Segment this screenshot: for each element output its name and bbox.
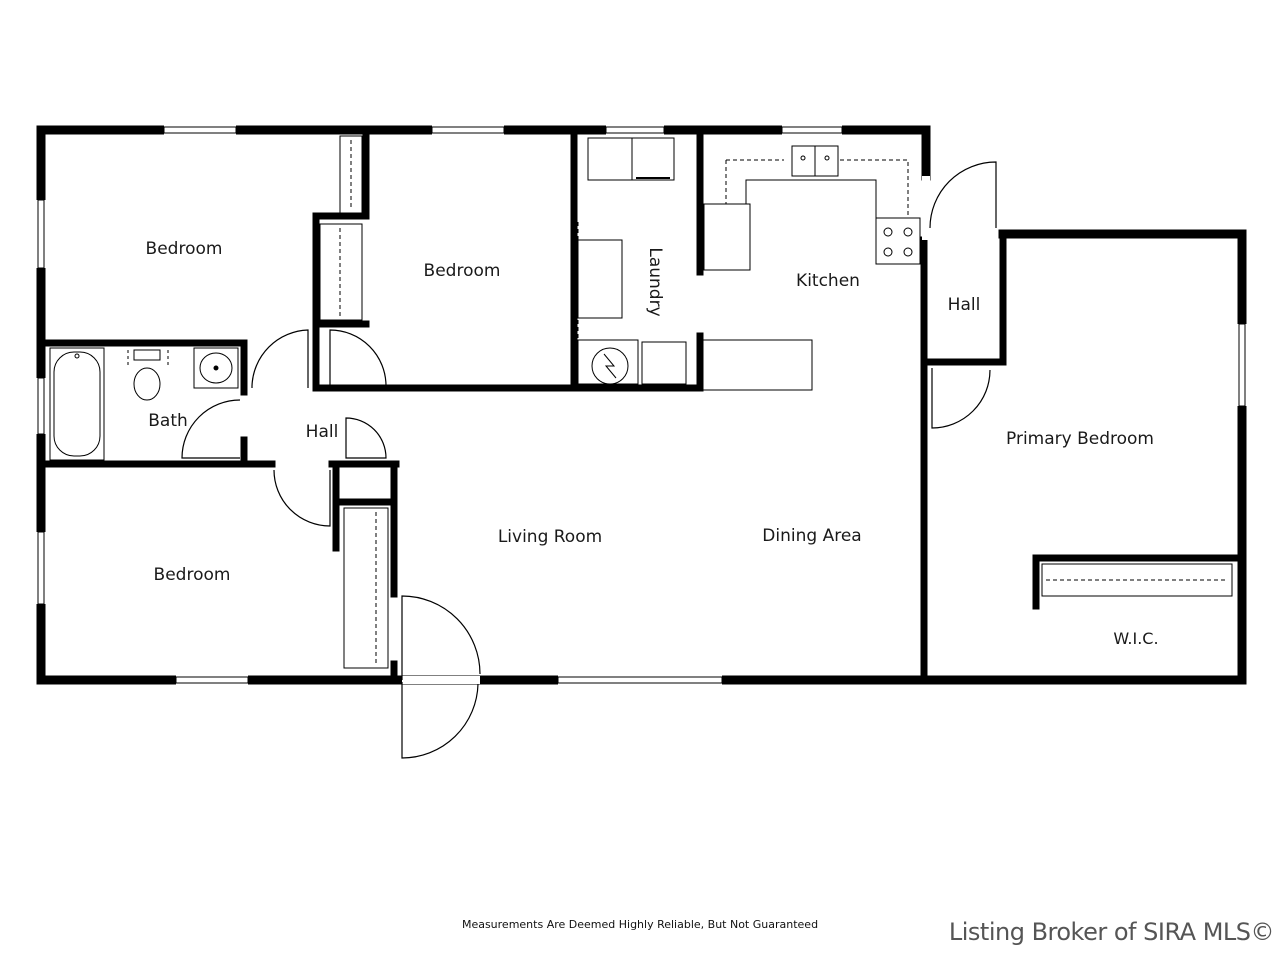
bathtub [49, 347, 105, 461]
kitchen-counter [699, 339, 813, 391]
door-openings [402, 176, 930, 684]
interior-walls [42, 126, 1240, 684]
closet-details [319, 135, 1233, 669]
water-heater [591, 347, 629, 385]
water-heater-box [577, 339, 639, 385]
washer [577, 239, 623, 319]
front-door [401, 595, 481, 680]
toilet [133, 349, 161, 361]
disclaimer-text: Measurements Are Deemed Highly Reliable,… [461, 918, 819, 931]
room-label-kitchen: Kitchen [796, 271, 860, 291]
room-label-living-room: Living Room [498, 527, 602, 547]
laundry-fixtures [577, 137, 687, 385]
primary-bedroom-door [931, 368, 991, 429]
disclaimer: Measurements Are Deemed Highly Reliable,… [0, 918, 1280, 931]
room-label-wic: W.I.C. [1113, 629, 1158, 648]
room-label-bedroom-nw: Bedroom [146, 239, 223, 259]
bedroom-n-door [329, 329, 387, 387]
room-label-hall-east: Hall [948, 295, 981, 315]
refrigerator [703, 203, 751, 271]
room-label-primary-bedroom: Primary Bedroom [1006, 429, 1154, 449]
exterior-walls [36, 125, 1247, 685]
bath-door [181, 399, 241, 459]
bedroom-nw-door [251, 329, 309, 388]
room-labels: Bedroom Bedroom Laundry Kitchen Hall Bat… [146, 239, 1159, 648]
bath-fixtures [49, 347, 239, 461]
doors [181, 161, 997, 759]
room-label-dining-area: Dining Area [762, 526, 861, 546]
bedroom-sw-door [273, 469, 331, 527]
room-label-bedroom-n: Bedroom [424, 261, 501, 281]
listing-watermark: Listing Broker of SIRA MLS© [948, 918, 1275, 946]
stove [875, 217, 921, 265]
room-label-bedroom-sw: Bedroom [154, 565, 231, 585]
windows [36, 125, 1247, 685]
room-label-bath: Bath [148, 411, 188, 431]
bath-sink [193, 347, 239, 389]
kitchen-fixtures [699, 145, 921, 391]
hall-closet-door [345, 417, 387, 459]
east-entry-door [929, 161, 997, 229]
room-label-hall-center: Hall [306, 422, 339, 442]
room-label-laundry: Laundry [645, 247, 665, 316]
